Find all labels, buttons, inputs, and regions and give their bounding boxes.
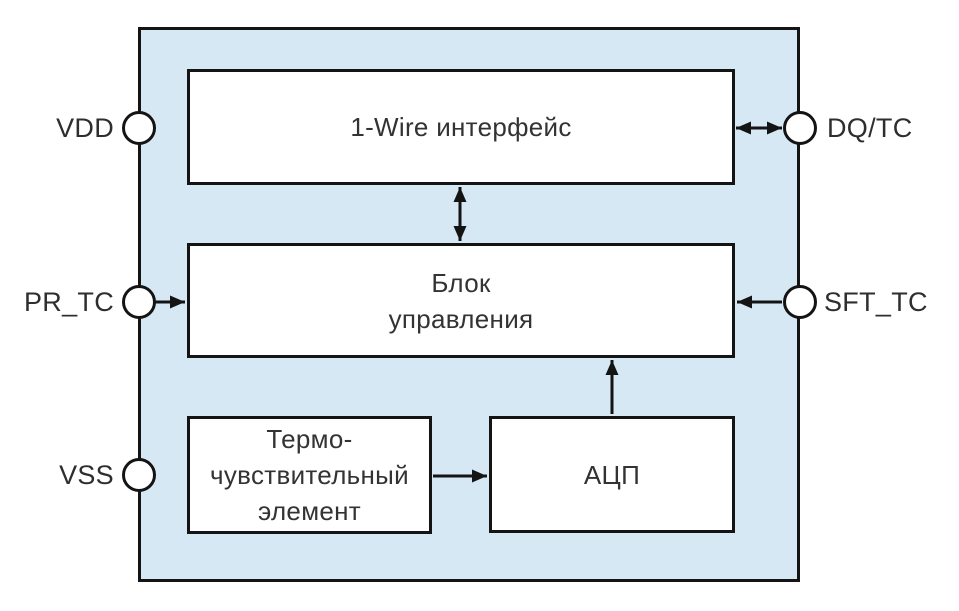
block-control-unit-label: Блок управления bbox=[388, 267, 534, 334]
block-adc: АЦП bbox=[489, 416, 735, 533]
block-control-unit: Блок управления bbox=[187, 243, 735, 358]
block-thermal-sensing-element-label: Термо- чувствительный элемент bbox=[209, 424, 409, 526]
block-thermal-sensing-element: Термо- чувствительный элемент bbox=[187, 416, 432, 534]
block-adc-label: АЦП bbox=[583, 459, 641, 490]
pr-tc-pin-circle bbox=[122, 285, 156, 319]
sft-tc-pin-circle bbox=[783, 285, 817, 319]
dq-tc-pin-label: DQ/TC bbox=[827, 113, 913, 143]
vdd-pin-circle bbox=[122, 111, 156, 145]
block-one-wire-interface-label: 1-Wire интерфейс bbox=[350, 112, 572, 142]
pr-tc-pin-label: PR_TC bbox=[23, 287, 114, 317]
block-one-wire-interface: 1-Wire интерфейс bbox=[187, 69, 735, 185]
vss-pin-label: VSS bbox=[59, 460, 114, 490]
vss-pin-circle bbox=[122, 458, 156, 492]
sft-tc-pin-label: SFT_TC bbox=[824, 287, 928, 317]
vdd-pin-label: VDD bbox=[56, 113, 114, 143]
dq-tc-pin-circle bbox=[783, 111, 817, 145]
